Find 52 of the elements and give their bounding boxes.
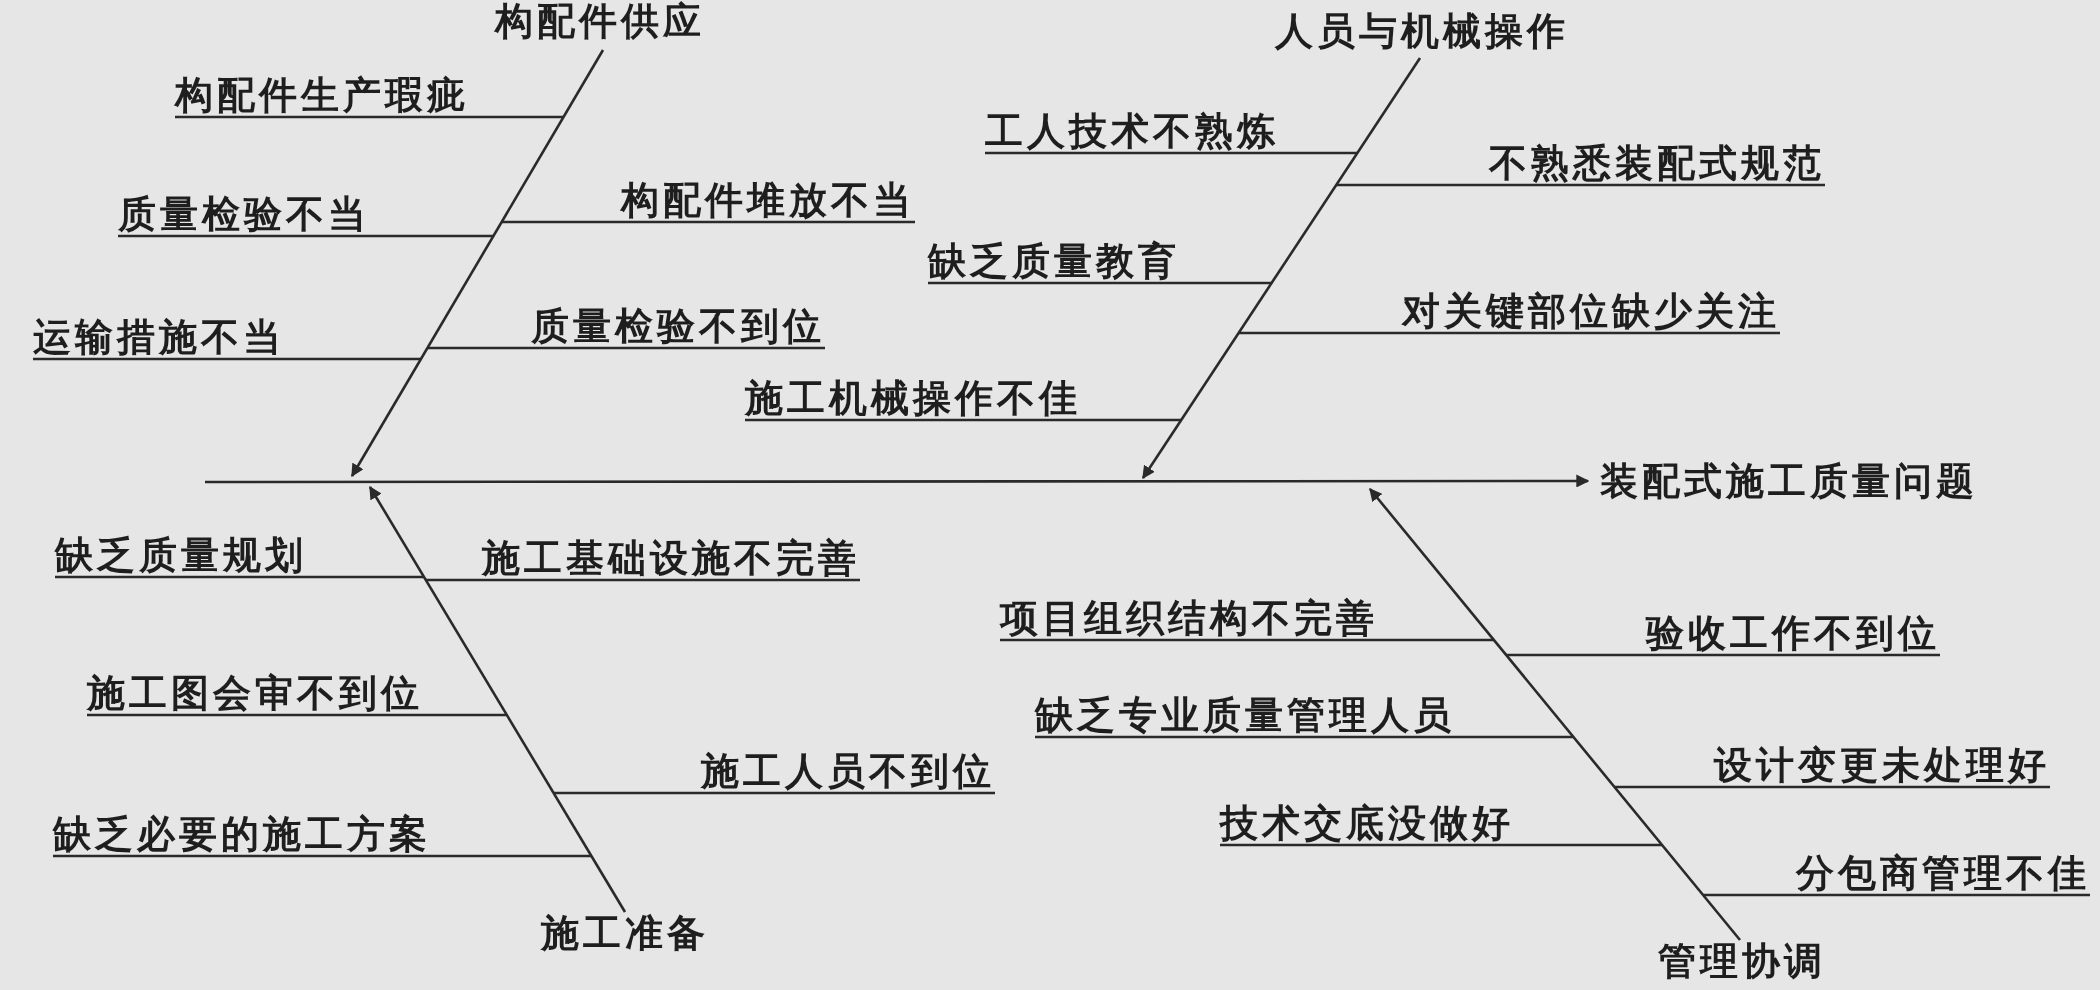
cause-label: 工人技术不熟炼 [985,112,1279,150]
cause-label: 质量检验不到位 [531,307,825,345]
cause-line [928,281,1272,285]
bone-arrow [1369,488,1741,941]
cause-label: 施工机械操作不佳 [745,379,1081,417]
cause-label: 施工基础设施不完善 [482,539,860,577]
cause-line [1703,893,2090,897]
cause-label: 项目组织结构不完善 [1000,599,1378,637]
bone-arrow [350,49,605,478]
cause-line [1506,653,1940,657]
cause-label: 缺乏质量教育 [928,242,1180,280]
cause-label: 构配件生产瑕疵 [175,76,469,114]
bone-arrow [1141,57,1422,480]
cause-label: 分包商管理不佳 [1796,854,2090,892]
cause-line [55,575,424,579]
cause-line [1614,785,2050,789]
cause-line [1220,843,1663,847]
cause-label: 运输措施不当 [33,318,285,356]
category-label: 管理协调 [1658,942,1826,980]
cause-line [745,418,1182,422]
cause-line [1336,183,1825,187]
cause-label: 施工图会审不到位 [87,674,423,712]
cause-label: 缺乏必要的施工方案 [53,815,431,853]
cause-label: 设计变更未处理好 [1714,746,2050,784]
cause-line [553,791,995,795]
cause-line [53,854,592,858]
cause-line [33,357,421,361]
cause-line [1238,331,1780,335]
effect-label: 装配式施工质量问题 [1600,462,1978,500]
cause-label: 施工人员不到位 [701,752,995,790]
category-label: 构配件供应 [495,2,705,40]
cause-line [87,713,507,717]
cause-label: 验收工作不到位 [1646,614,1940,652]
cause-line [427,346,825,350]
cause-line [425,578,860,582]
spine-arrow [205,474,1590,488]
category-label: 人员与机械操作 [1275,12,1569,50]
cause-label: 质量检验不当 [118,195,370,233]
cause-label: 技术交底没做好 [1220,804,1514,842]
cause-label: 缺乏专业质量管理人员 [1035,696,1455,734]
bone-arrow [368,485,627,913]
cause-label: 缺乏质量规划 [55,536,307,574]
category-label: 施工准备 [541,914,709,952]
cause-label: 不熟悉装配式规范 [1489,144,1825,182]
cause-line [118,234,494,238]
cause-line [1000,638,1494,642]
cause-line [985,151,1358,155]
cause-line [175,115,564,119]
cause-label: 对关键部位缺少关注 [1402,292,1780,330]
cause-line [501,220,915,224]
cause-line [1035,735,1574,739]
cause-label: 构配件堆放不当 [621,181,915,219]
